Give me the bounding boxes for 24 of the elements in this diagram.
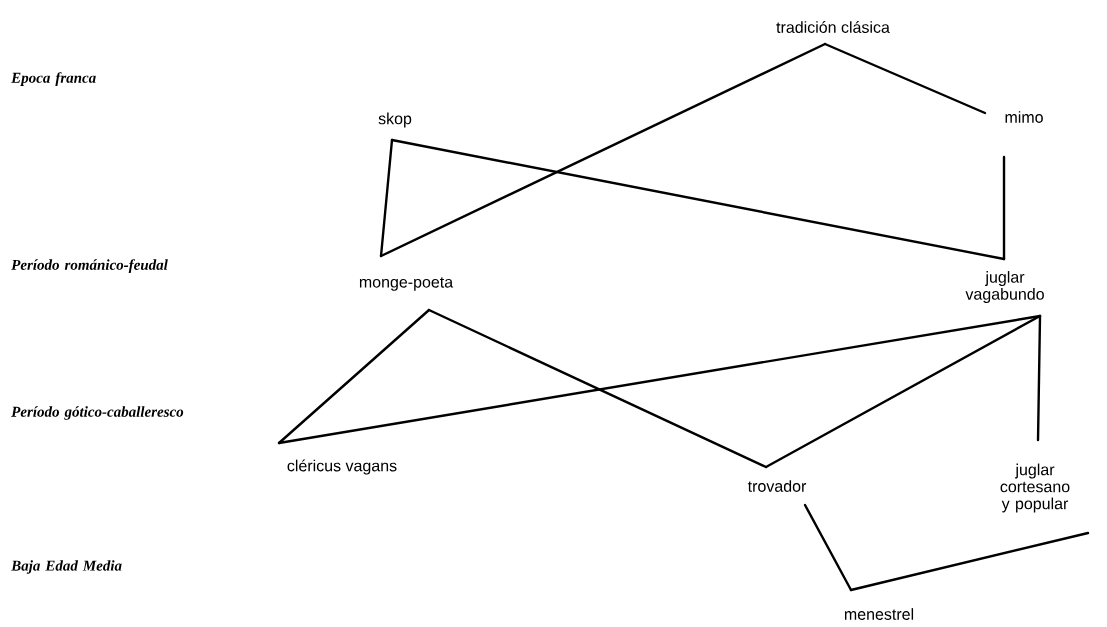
term-label: juglar cortesano y popular <box>1000 463 1070 513</box>
connector-line <box>1002 155 1006 261</box>
term-label: mimo <box>1005 111 1043 123</box>
connector-line <box>390 138 1006 261</box>
connector-line <box>277 308 431 445</box>
term-label: menestrel <box>844 608 914 620</box>
connector-line <box>379 42 827 258</box>
connector-line <box>764 314 1042 469</box>
term-label: tradición clásica <box>776 21 890 33</box>
connector-line <box>379 138 394 258</box>
period-label: Período gótico-caballeresco <box>11 406 184 420</box>
connector-line <box>427 308 768 469</box>
period-label: Período románico-feudal <box>11 259 168 273</box>
connector-line <box>803 503 853 592</box>
term-label: skop <box>378 112 412 128</box>
term-label: trovador <box>747 480 807 492</box>
term-label: juglar vagabundo <box>965 271 1044 303</box>
period-label: Baja Edad Media <box>11 560 122 574</box>
connector-line <box>1036 314 1042 442</box>
term-label: monge-poeta <box>359 277 454 291</box>
connector-line <box>849 531 1090 592</box>
period-label: Epoca franca <box>11 72 96 86</box>
term-label: cléricus vagans <box>287 459 397 475</box>
connector-line <box>823 42 987 115</box>
